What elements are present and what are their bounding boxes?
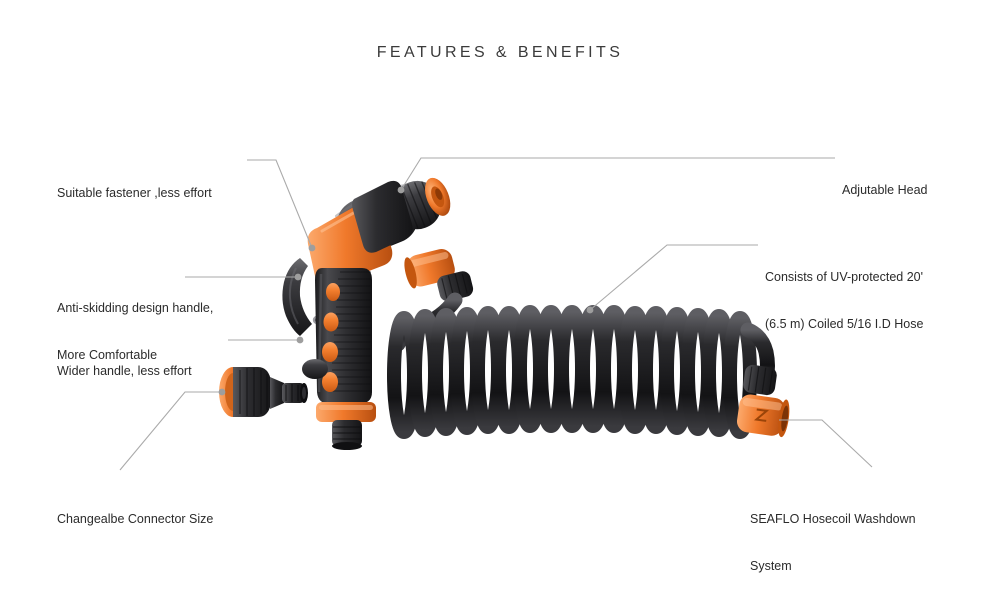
- spray-gun-collar: [352, 180, 413, 253]
- callout-line: System: [750, 558, 792, 573]
- spare-connector: [219, 359, 328, 417]
- callout-line: Suitable fastener ,less effort: [57, 186, 212, 200]
- callout-line: (6.5 m) Coiled 5/16 I.D Hose: [765, 316, 924, 331]
- spray-gun-hose-stub: [332, 420, 362, 450]
- page-title: FEATURES & BENEFITS: [376, 44, 624, 61]
- callout-seaflo-system: SEAFLO Hosecoil Washdown System: [750, 481, 916, 605]
- grip-dot: [322, 372, 338, 392]
- hose-coils: [387, 305, 757, 439]
- callout-line: More Comfortable: [57, 347, 158, 362]
- spray-gun-handle: [315, 268, 372, 404]
- grip-dot: [326, 283, 340, 301]
- spray-gun-outlet: [316, 402, 376, 422]
- callout-adjustable-head: Adjutable Head: [842, 152, 927, 230]
- callout-uv-protected-hose: Consists of UV-protected 20' (6.5 m) Coi…: [765, 239, 923, 363]
- callout-line: SEAFLO Hosecoil Washdown: [750, 512, 916, 526]
- coiled-hose: [387, 249, 790, 439]
- callout-line: Changealbe Connector Size: [57, 512, 214, 526]
- callout-line: Adjutable Head: [842, 183, 928, 197]
- connector-cap: [302, 359, 328, 379]
- callout-anti-skidding-handle: Anti-skidding design handle, More Comfor…: [57, 270, 213, 394]
- callout-line: Wider handle, less effort: [57, 364, 192, 378]
- callout-wider-handle: Wider handle, less effort: [57, 333, 192, 411]
- callout-suitable-fastener: Suitable fastener ,less effort: [57, 155, 212, 233]
- grip-dot: [323, 312, 339, 332]
- callout-changeable-connector: Changealbe Connector Size: [57, 481, 213, 559]
- callout-line: Anti-skidding design handle,: [57, 301, 214, 315]
- grip-dot: [322, 342, 338, 362]
- callout-line: Consists of UV-protected 20': [765, 270, 924, 284]
